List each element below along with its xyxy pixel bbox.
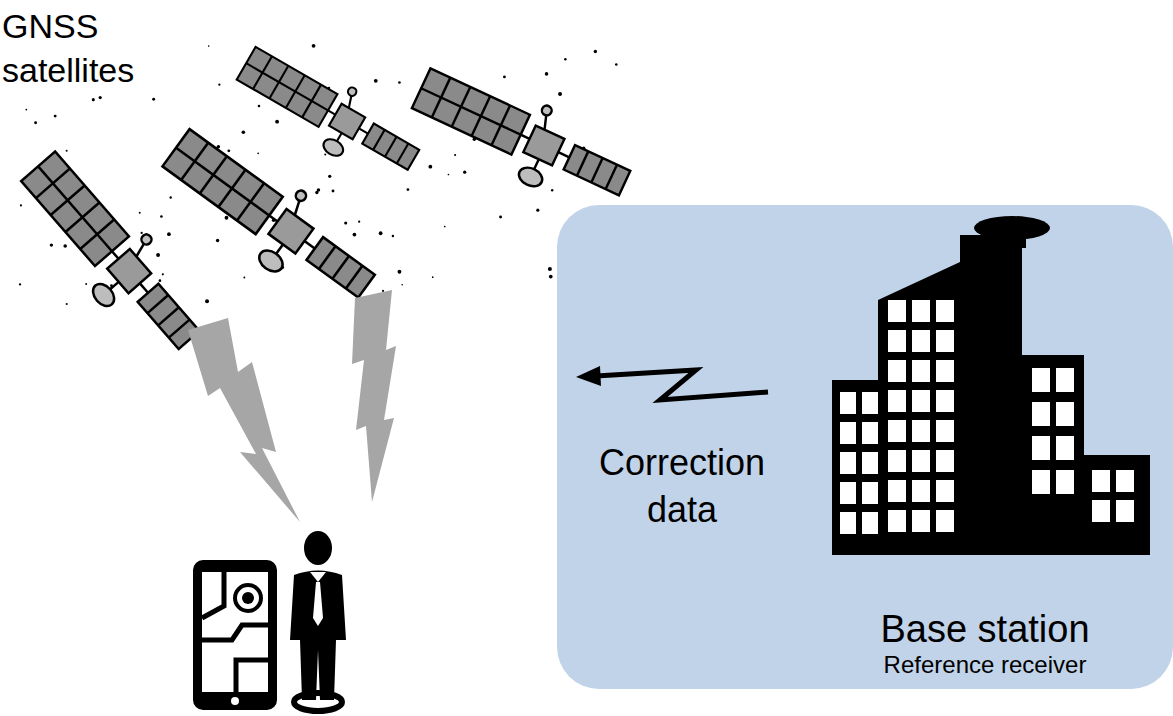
star-dot — [358, 221, 360, 223]
star-dot — [332, 190, 335, 193]
star-dot — [159, 279, 162, 282]
star-dot — [169, 196, 171, 198]
star-dot — [66, 150, 68, 152]
star-dot — [392, 235, 394, 237]
star-dot — [407, 188, 410, 191]
star-dot — [63, 244, 67, 248]
star-dot — [225, 216, 229, 220]
star-dot — [548, 267, 552, 271]
star-dot — [20, 204, 22, 206]
node-title: Base station — [880, 608, 1089, 652]
star-dot — [160, 215, 163, 218]
star-dot — [243, 277, 245, 279]
star-dot — [19, 283, 21, 285]
star-dot — [227, 149, 230, 152]
star-dot — [382, 290, 384, 292]
star-dot — [312, 44, 316, 48]
star-dot — [66, 303, 68, 305]
correction-arrow — [596, 370, 768, 400]
star-dot — [99, 96, 102, 99]
star-dot — [536, 209, 539, 212]
star-dot — [463, 171, 466, 174]
star-dot — [398, 81, 401, 84]
building-icon — [832, 216, 1150, 555]
star-dot — [448, 174, 450, 176]
star-dot — [615, 63, 618, 66]
star-dot — [328, 175, 331, 178]
signal-bolt — [352, 290, 396, 502]
correction-label: Correction data — [572, 440, 792, 534]
tablet-icon — [193, 560, 277, 710]
star-dot — [156, 253, 160, 257]
star-dot — [324, 154, 326, 156]
star-dot — [503, 76, 506, 79]
star-dot — [344, 221, 347, 224]
arrow-head — [576, 366, 601, 386]
satellite — [150, 116, 390, 323]
star-dot — [594, 50, 597, 53]
star-dot — [315, 191, 318, 194]
star-dot — [499, 216, 502, 219]
satellite — [228, 35, 430, 192]
star-dot — [218, 84, 220, 86]
star-dot — [558, 92, 562, 96]
star-dot — [379, 231, 383, 235]
star-dot — [551, 189, 553, 191]
star-dot — [401, 284, 403, 286]
star-dot — [25, 109, 27, 111]
star-dot — [92, 98, 95, 101]
star-dot — [545, 72, 549, 76]
star-dot — [85, 283, 87, 285]
star-dot — [374, 79, 378, 83]
node-subtitle: Reference receiver — [884, 651, 1087, 679]
star-dot — [141, 232, 143, 234]
signal-bolt — [188, 318, 300, 522]
star-dot — [275, 120, 279, 124]
satellite — [403, 54, 640, 222]
star-dot — [54, 115, 57, 118]
star-dot — [152, 98, 155, 101]
star-dot — [353, 233, 357, 237]
star-dot — [444, 226, 446, 228]
star-dot — [428, 165, 432, 169]
star-dot — [564, 58, 566, 60]
star-dot — [216, 239, 219, 242]
star-dot — [162, 273, 164, 275]
star-dot — [454, 154, 456, 156]
star-dot — [34, 121, 37, 124]
star-dot — [242, 130, 246, 134]
star-dot — [258, 105, 261, 108]
star-dot — [208, 45, 210, 47]
star-dot — [167, 232, 171, 236]
star-dot — [549, 275, 553, 279]
satellites-label: GNSS satellites — [2, 4, 177, 92]
star-dot — [139, 212, 141, 214]
star-dot — [50, 243, 53, 246]
star-dot — [205, 299, 209, 303]
star-dot — [398, 270, 402, 274]
star-dot — [432, 276, 434, 278]
star-dot — [257, 152, 259, 154]
person-icon — [290, 531, 346, 711]
